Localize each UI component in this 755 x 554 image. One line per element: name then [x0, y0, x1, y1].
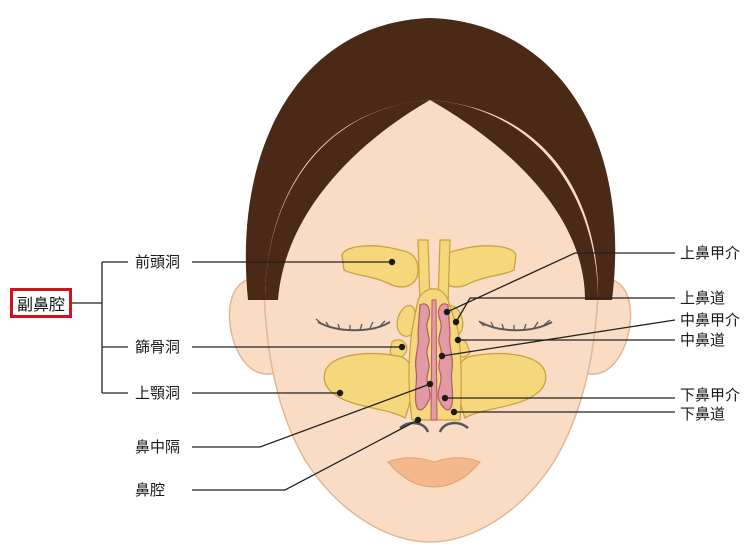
label-nasal-cavity: 鼻腔 [135, 481, 165, 499]
sinus-group-label: 副鼻腔 [17, 291, 65, 315]
label-middle-turbinate: 中鼻甲介 [680, 311, 740, 329]
sinus-group-box: 副鼻腔 [10, 288, 72, 318]
label-frontal-sinus: 前頭洞 [135, 253, 180, 271]
label-inferior-meatus: 下鼻道 [680, 405, 725, 423]
label-middle-meatus: 中鼻道 [680, 331, 725, 349]
label-superior-meatus: 上鼻道 [680, 289, 725, 307]
septum [431, 300, 437, 420]
label-ethmoid-sinus: 篩骨洞 [135, 338, 180, 356]
label-nasal-septum: 鼻中隔 [135, 438, 180, 456]
label-inferior-turbinate: 下鼻甲介 [680, 386, 740, 404]
label-maxillary-sinus: 上顎洞 [135, 384, 180, 402]
label-superior-turbinate: 上鼻甲介 [680, 244, 740, 262]
